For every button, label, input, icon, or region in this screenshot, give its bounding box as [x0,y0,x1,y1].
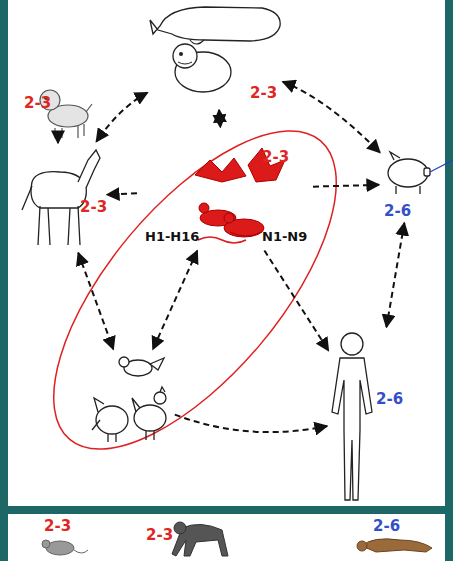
host-node: 2-6 [330,330,412,504]
host-node: 2-3 [140,516,232,559]
linkage-label: 2-3 [80,200,107,215]
chimp-icon [172,522,228,556]
subtype-label: N1-N9 [262,230,307,243]
host-node: 2-3 [12,144,104,250]
transmission-arrow [264,251,328,351]
transmission-arrow [153,251,197,350]
host-node: 2-6 [382,148,440,220]
linkage-label: 2-3 [24,96,51,111]
transmission-arrow [313,185,379,187]
transmission-arrow [57,141,59,143]
linkage-label: 2-6 [376,392,403,407]
transmission-arrow [107,193,137,194]
ferret-icon [357,539,432,552]
linkage-label: 2-3 [250,86,277,101]
human-icon [332,333,372,500]
bottom-panel [8,514,445,561]
host-node: 2-3 [150,4,280,107]
host-node: 2-6 [355,516,435,559]
transmission-arrow [175,415,327,433]
transmission-arrow [96,93,147,142]
host-node: 2-3 [30,516,90,559]
top-panel [8,0,445,506]
transmission-arrow [219,110,220,127]
transmission-arrow [78,253,113,349]
linkage-label: 2-3 [146,528,173,543]
transmission-arrow [386,223,404,327]
host-node: 2-3 [22,82,94,140]
pig-icon [388,152,430,194]
linkage-label: 2-6 [373,519,400,534]
bird-group-ellipse [5,86,386,494]
linkage-label: 2-3 [44,519,71,534]
mouse-icon [42,540,88,555]
pointer-line [430,160,453,172]
land-birds-icon [92,357,166,442]
host-node: 2-3H1-H16 N1-N9 [140,130,310,248]
subtype-label: H1-H16 [145,230,199,243]
linkage-label: 2-3 [262,150,289,165]
transmission-arrow [283,82,380,153]
host-node [90,352,172,444]
linkage-label: 2-6 [384,204,411,219]
horse-icon [22,150,100,245]
whale-icon [150,7,280,41]
